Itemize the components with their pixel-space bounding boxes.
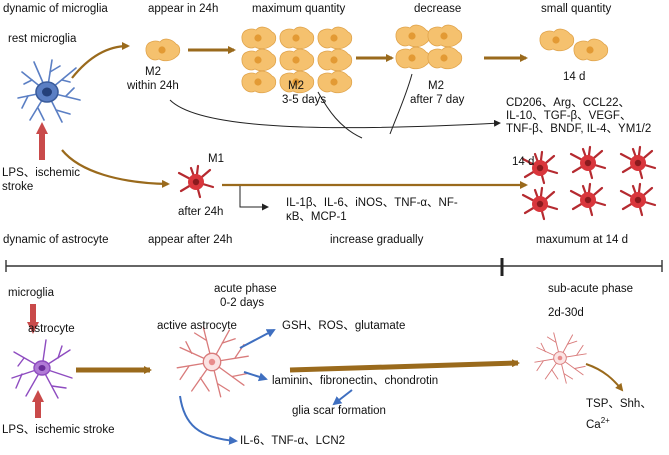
label-m2-b: M2 [288,80,304,92]
m2-markers-line-1: CD206、Arg、CCL22、 [506,97,630,109]
label-14d-top: 14 d [563,71,586,83]
arrow-to-m1 [61,149,170,188]
m2-cells-small [539,28,609,62]
arrow-to-glia-scar [332,389,353,406]
label-lps-ischemic-stroke: LPS、ischemic stroke [2,424,115,436]
label-lps-1: LPS、ischemic [2,167,80,179]
label-maximum-quantity: maximum quantity [252,3,346,15]
m2-cells-decrease [395,24,463,70]
resting-astrocyte-cell [11,339,73,399]
m1-cell [177,164,215,199]
label-3-5-days: 3-5 days [282,94,327,106]
active-astrocyte-cell [176,326,249,398]
label-ca-base: Ca [586,418,601,431]
arrow-m1-markers [239,186,269,211]
label-m2-a: M2 [145,66,161,78]
label-microglia: microglia [8,287,55,299]
label-increase-gradually: increase gradually [330,234,424,246]
label-within-24h: within 24h [127,80,179,92]
label-decrease: decrease [414,3,462,15]
label-gsh-ros-glutamate: GSH、ROS、glutamate [282,320,406,332]
arrow-to-laminin [243,371,268,382]
label-m1: M1 [208,153,224,165]
label-dynamic-astrocyte: dynamic of astrocyte [3,234,109,246]
m2-cell-24h [145,38,181,62]
m1-markers-line-2: κB、MCP-1 [286,211,347,223]
label-m2-c: M2 [428,80,444,92]
marker-line-2 [317,91,363,139]
label-ca: Ca2+ [586,414,610,432]
label-appear-after-24h: appear after 24h [148,234,233,246]
rest-microglia-cell [17,59,81,123]
label-maximum-14d: maxumum at 14 d [536,234,629,246]
label-lps-2: stroke [2,181,34,193]
label-0-2-days: 0-2 days [220,297,265,309]
label-glia-scar: glia scar formation [292,405,386,417]
label-dynamic-microglia: dynamic of microglia [3,3,108,15]
label-astrocyte: astrocyte [28,323,75,335]
m1-cell-cluster [521,145,657,221]
marker-line-1 [169,99,501,129]
label-2d-30d: 2d-30d [548,307,584,319]
m2-markers-line-2: IL-10、TGF-β、VEGF、 [506,110,632,122]
arrow-to-m2 [71,42,130,79]
m1-markers-line-1: IL-1β、IL-6、iNOS、TNF-α、NF- [286,197,458,209]
label-il6-tnf-lcn2: IL-6、TNF-α、LCN2 [240,435,346,447]
label-after-7-day: after 7 day [410,94,465,106]
label-small-quantity: small quantity [541,3,612,15]
label-acute-phase: acute phase [214,283,277,295]
label-active-astrocyte: active astrocyte [157,320,237,332]
label-14d-mid: 14 d [512,156,535,168]
label-ca-superscript: 2+ [600,416,610,425]
arrow-to-subacute [289,359,520,373]
arrow-to-tsp [585,363,624,392]
label-sub-acute-phase: sub-acute phase [548,283,634,295]
label-tsp-shh: TSP、Shh、 [586,398,652,410]
timeline [5,258,663,276]
label-laminin: laminin、fibronectin、chondrotin [272,375,439,387]
m2-markers-line-3: TNF-β、BNDF, IL-4、YM1/2 [506,123,652,135]
arrow-to-gsh [239,329,276,349]
label-after-24h: after 24h [178,206,224,218]
marker-line-3 [389,73,413,135]
subacute-astrocyte-cell [534,332,587,384]
label-rest-microglia: rest microglia [8,33,77,45]
label-appear-24h: appear in 24h [148,3,219,15]
arrow-to-il6 [179,395,238,445]
